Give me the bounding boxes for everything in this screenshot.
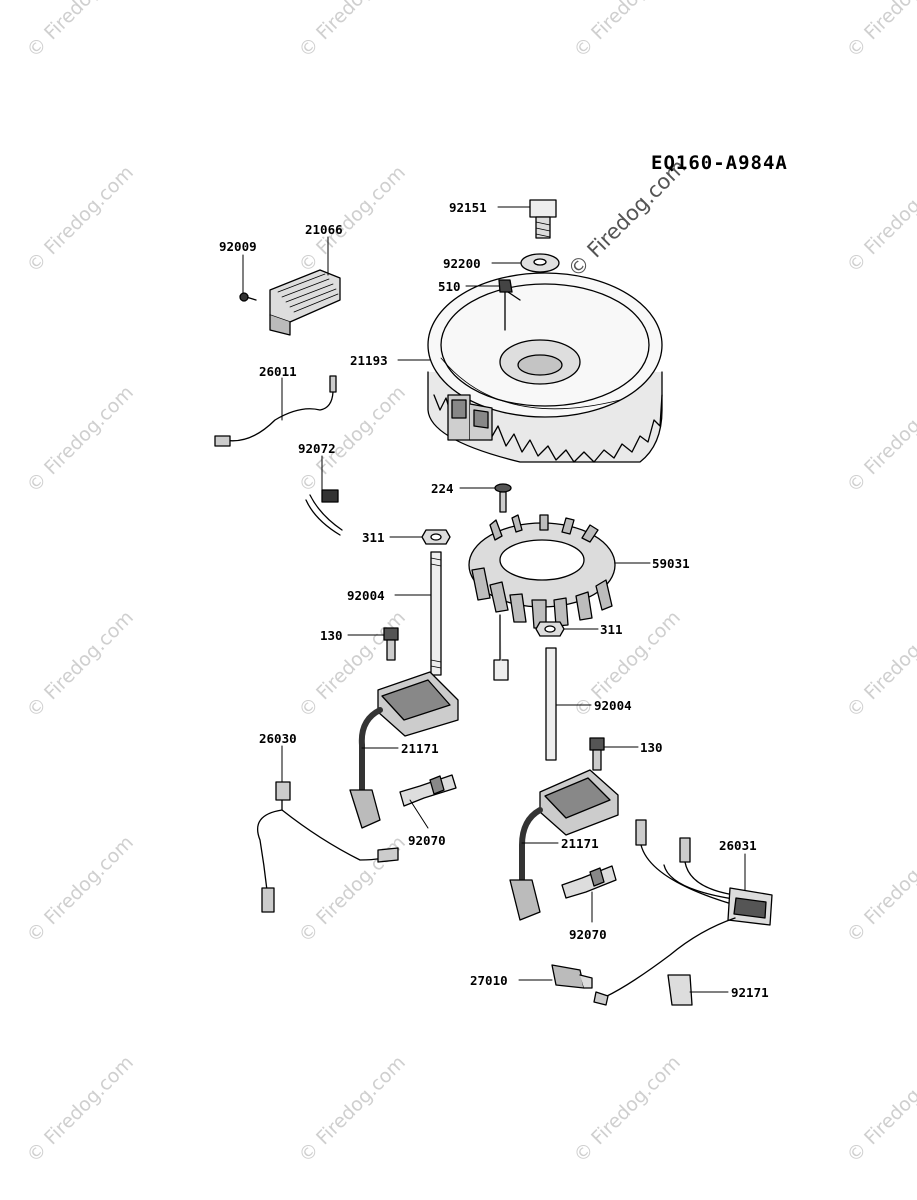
- part-number-label: 21171: [401, 741, 439, 756]
- part-number-label: 311: [600, 622, 623, 637]
- spark-plug-left-drawing: [399, 774, 457, 807]
- clamp-drawing: [305, 489, 343, 536]
- stud-right-drawing: [545, 647, 557, 761]
- part-number-label: 92004: [347, 588, 385, 603]
- screw-224-drawing: [494, 483, 512, 513]
- part-number-label: 21171: [561, 836, 599, 851]
- lead-26030-drawing: [256, 781, 399, 913]
- part-number-label: 92070: [408, 833, 446, 848]
- bolt-drawing: [529, 199, 557, 239]
- spark-plug-right-drawing: [561, 865, 617, 899]
- part-labels: 92151 92200 510 92009 21066 21193 26011 …: [219, 200, 769, 1000]
- leader-lines: [242, 206, 746, 993]
- part-number-label: 92072: [298, 441, 336, 456]
- part-number-label: 130: [640, 740, 663, 755]
- key-drawing: [498, 279, 513, 293]
- part-number-label: 224: [431, 481, 454, 496]
- part-number-label: 26011: [259, 364, 297, 379]
- part-number-label: 59031: [652, 556, 690, 571]
- part-number-label: 27010: [470, 973, 508, 988]
- part-number-label: 26031: [719, 838, 757, 853]
- part-number-label: 92004: [594, 698, 632, 713]
- stator-drawing: [468, 514, 616, 681]
- part-number-label: 26030: [259, 731, 297, 746]
- nut-right-drawing: [535, 621, 565, 637]
- part-number-label: 92070: [569, 927, 607, 942]
- diagram-code: EQ160-A984A: [651, 152, 788, 174]
- washer-drawing: [520, 253, 560, 273]
- harness-drawing: [604, 819, 773, 998]
- bolt-130-drawing: [383, 627, 399, 661]
- ignition-coil-right-drawing: [509, 769, 619, 921]
- bolt-130-right-drawing: [589, 737, 605, 771]
- part-number-label: 21193: [350, 353, 388, 368]
- regulator-drawing: [239, 269, 341, 336]
- part-number-label: 311: [362, 530, 385, 545]
- part-number-label: 130: [320, 628, 343, 643]
- flywheel-drawing: [427, 272, 663, 463]
- part-number-label: 92200: [443, 256, 481, 271]
- part-number-label: 510: [438, 279, 461, 294]
- ignition-coil-left-drawing: [349, 671, 459, 829]
- part-number-label: 92151: [449, 200, 487, 215]
- part-number-label: 21066: [305, 222, 343, 237]
- part-number-label: 92171: [731, 985, 769, 1000]
- stud-drawing: [430, 551, 442, 676]
- part-number-label: 92009: [219, 239, 257, 254]
- oil-switch-drawing: [551, 964, 609, 1006]
- clamp-92171-drawing: [667, 974, 693, 1006]
- lead-wire-drawing: [214, 375, 337, 447]
- nut-drawing: [421, 529, 451, 545]
